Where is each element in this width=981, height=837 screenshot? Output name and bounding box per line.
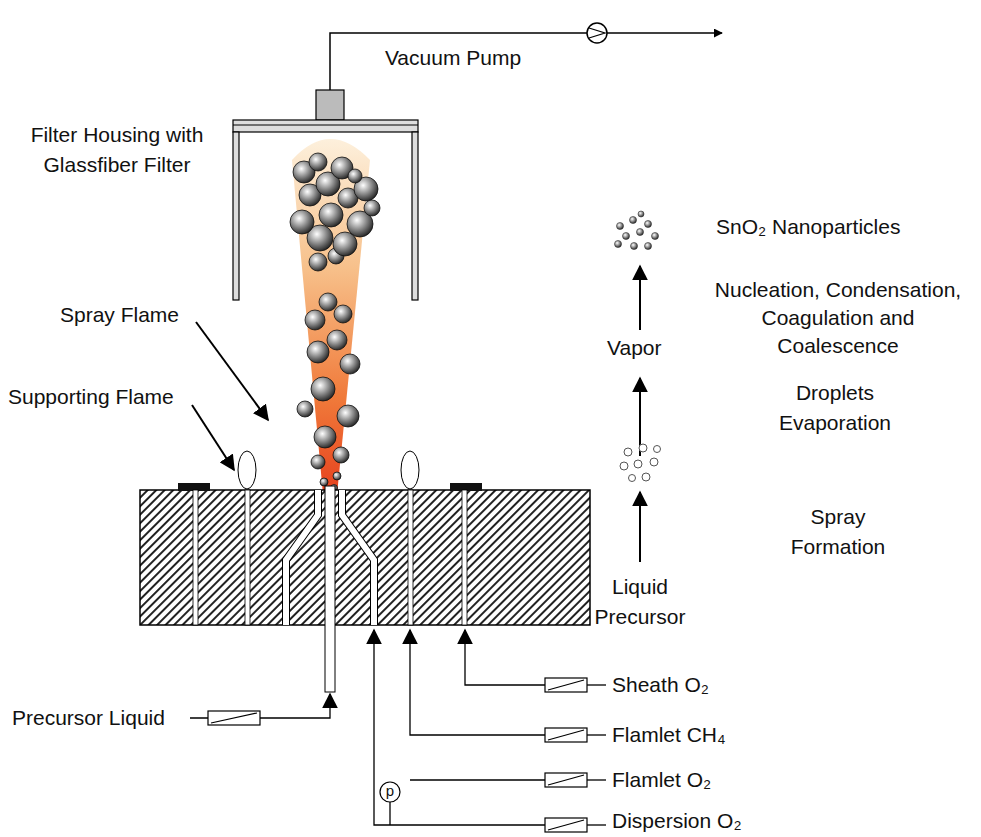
gas-label: Dispersion O₂ [612, 809, 742, 833]
callout-label: Spray Flame [60, 303, 179, 327]
flow-controller [208, 678, 587, 832]
step-label: Nucleation, Condensation, Coagulation an… [700, 276, 976, 360]
supply-lines [190, 630, 606, 825]
gas-label: Flamlet CH₄ [612, 723, 726, 747]
feed-label: Precursor Liquid [12, 706, 165, 730]
exhaust-arrow [607, 32, 722, 34]
gauge-symbol-label: p [380, 782, 400, 800]
step-label: Droplets Evaporation [770, 378, 900, 438]
supporting-flamelet [238, 451, 256, 489]
leader-line [192, 405, 234, 470]
particles [290, 153, 380, 497]
glassfiber-filter [233, 125, 418, 126]
droplets [620, 444, 661, 482]
vacuum-pump-symbol [587, 23, 607, 43]
housing-wall [233, 132, 239, 300]
pressure-gauge [380, 782, 400, 802]
product-label: SnO₂ Nanoparticles [716, 215, 900, 239]
vacuum-line [330, 33, 587, 90]
housing-wall [412, 132, 418, 300]
stage-label: Liquid Precursor [585, 572, 695, 632]
nanoparticles [615, 211, 659, 250]
pump-mark [589, 28, 605, 38]
filter-housing [233, 120, 418, 132]
capillary-tube [325, 486, 335, 692]
supporting-flamelet [401, 451, 419, 489]
gas-label: Flamlet O₂ [612, 768, 711, 792]
burner-block [140, 490, 590, 625]
leader-line [196, 322, 268, 420]
filter-outlet [316, 90, 344, 120]
pump-label: Vacuum Pump [368, 46, 538, 70]
callout-label: Supporting Flame [8, 385, 174, 409]
stage-label: Vapor [607, 336, 661, 360]
gas-label: Sheath O₂ [612, 673, 709, 697]
step-label: Spray Formation [778, 502, 898, 562]
housing-label: Filter Housing with Glassfiber Filter [8, 120, 226, 180]
process-arrows [639, 266, 641, 562]
